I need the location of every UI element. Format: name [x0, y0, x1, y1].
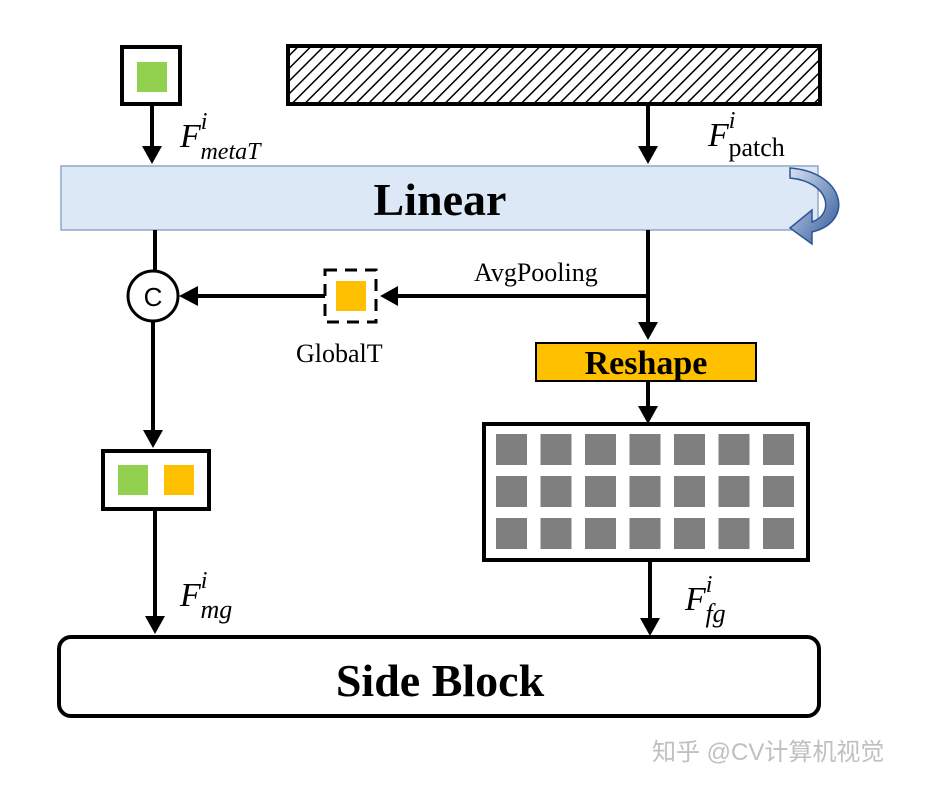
avgpooling-label: AvgPooling [474, 258, 598, 287]
grid-cell [540, 476, 572, 507]
grid-cell [674, 476, 705, 507]
arrow-reshape-to-grid [638, 381, 658, 424]
arrow-concat-to-mg-tokens [143, 321, 163, 448]
meta-token-box [120, 45, 182, 106]
arrow-avgpool-to-globalt [380, 286, 648, 306]
arrow-mg-to-side-block [145, 509, 165, 634]
arrow-grid-to-side-block [640, 560, 660, 636]
grid-cell [674, 434, 705, 465]
grid-cell [585, 476, 616, 507]
linear-block [60, 165, 819, 231]
linear-label: Linear [374, 174, 507, 225]
side-block-label: Side Block [336, 655, 545, 706]
patch-token-bar [286, 44, 822, 106]
reshape-label: Reshape [585, 345, 708, 382]
grid-cell [763, 476, 794, 507]
arrow-linear-to-reshape [638, 230, 658, 340]
feature-grid-cells [496, 434, 794, 549]
mg-token-orange [164, 465, 194, 495]
meta-token-green [137, 62, 167, 92]
globalt-token-orange [336, 281, 366, 311]
watermark: 知乎 @CV计算机视觉 [652, 739, 884, 766]
concat-symbol: C [144, 282, 163, 312]
grid-cell [763, 518, 794, 549]
globalt-label: GlobalT [296, 339, 383, 368]
curved-arrow-icon [788, 167, 840, 246]
grid-cell [585, 434, 616, 465]
arrow-globalt-to-concat [179, 286, 325, 306]
grid-cell [718, 518, 750, 549]
grid-cell [763, 434, 794, 465]
grid-cell [629, 434, 661, 465]
arrow-patch-to-linear [638, 104, 658, 164]
grid-cell [496, 476, 527, 507]
grid-cell [540, 434, 572, 465]
grid-cell [629, 518, 661, 549]
grid-cell [674, 518, 705, 549]
grid-cell [629, 476, 661, 507]
grid-cell [540, 518, 572, 549]
mg-token-green [118, 465, 148, 495]
grid-cell [496, 518, 527, 549]
arrow-metat-to-linear [142, 104, 162, 164]
grid-cell [718, 434, 750, 465]
mg-token-box [101, 449, 211, 511]
grid-cell [718, 476, 750, 507]
grid-cell [585, 518, 616, 549]
grid-cell [496, 434, 527, 465]
globalt-token [323, 268, 378, 324]
side-block [57, 635, 821, 718]
concat-node: C [126, 269, 180, 323]
reshape-block [535, 342, 757, 382]
